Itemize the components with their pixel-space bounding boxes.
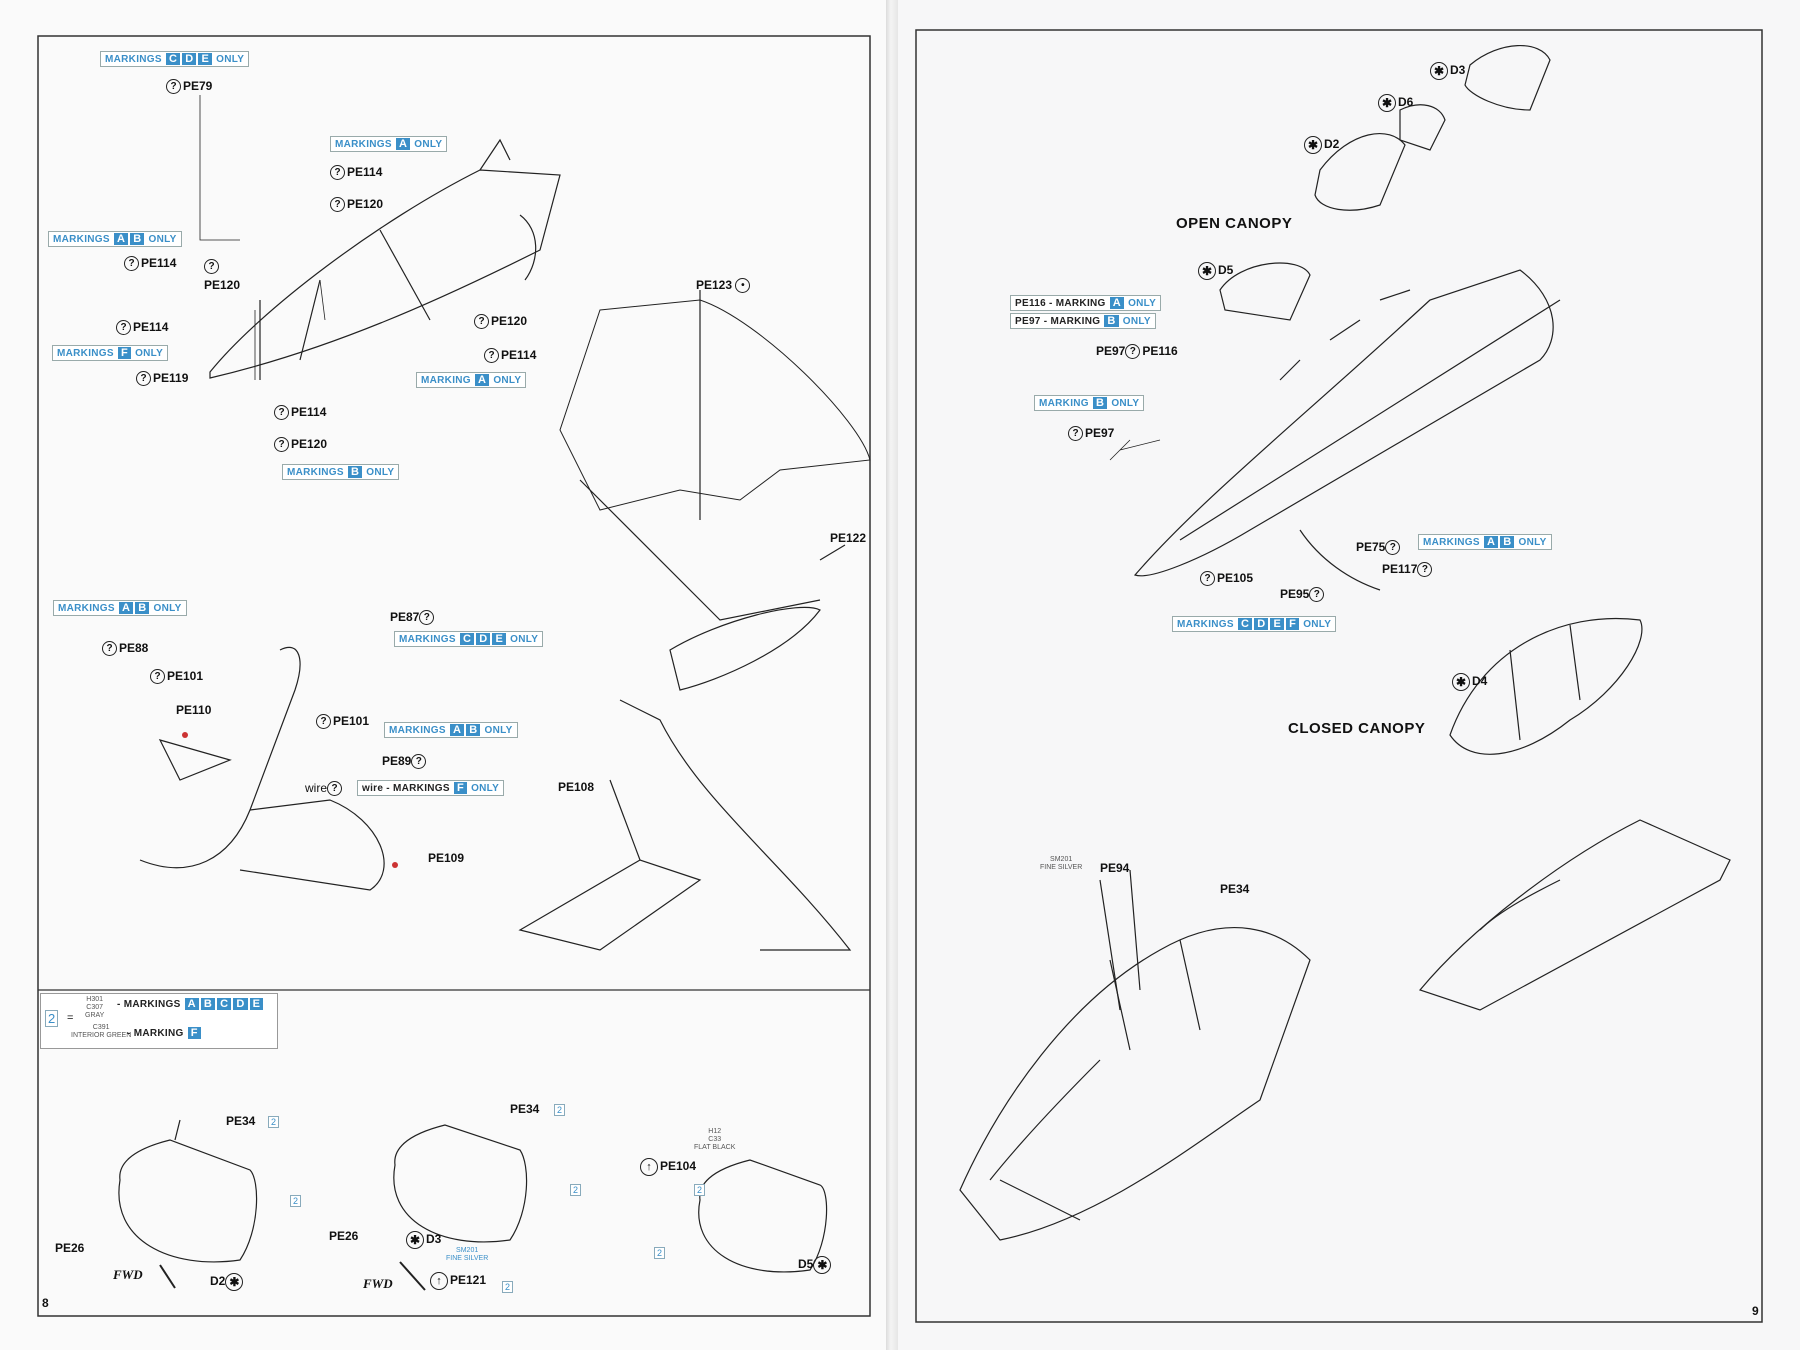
- legend-green-code: C391 INTERIOR GREEN: [71, 1024, 132, 1039]
- closed-canopy-title: CLOSED CANOPY: [1288, 720, 1426, 737]
- right-page: [896, 0, 1800, 1350]
- color-ref-2e: 2: [502, 1281, 514, 1293]
- part-pe117: PE117?: [1382, 562, 1434, 578]
- part-pe89: PE89?: [382, 754, 428, 770]
- part-pe105: ?PE105: [1200, 571, 1253, 587]
- closed-canopy-part-d4: [1449, 617, 1643, 755]
- part-d5: ✱D5: [1198, 262, 1233, 280]
- legend-row-2: - MARKING F: [123, 1026, 206, 1040]
- color-ref-2b: 2: [290, 1195, 302, 1207]
- part-pe75: PE75?: [1356, 540, 1402, 556]
- pe97-marking-b-line: PE97 - MARKING B ONLY: [1010, 313, 1156, 329]
- markings-f-only-box: MARKINGS F ONLY: [52, 345, 169, 361]
- part-pe120-e: ?PE120: [274, 437, 327, 453]
- fine-silver-code-left: SM201 FINE SILVER: [446, 1247, 489, 1262]
- open-canopy-title: OPEN CANOPY: [1176, 215, 1293, 232]
- part-pe34-right: PE34: [1220, 882, 1250, 896]
- color-ref-2f: 2: [694, 1184, 706, 1196]
- part-pe97-pe116: PE97?PE116: [1096, 344, 1178, 360]
- color-ref-2g: 2: [654, 1247, 666, 1259]
- tail-drawing: [139, 646, 301, 869]
- fwd-label-a: FWD: [113, 1267, 143, 1282]
- page-number-left: 8: [42, 1296, 49, 1310]
- page-number-right: 9: [1752, 1304, 1759, 1318]
- part-pe119: ?PE119: [136, 371, 188, 387]
- marking-b-only-box: MARKING B ONLY: [1034, 395, 1145, 411]
- part-d2-right: ✱D2: [1304, 136, 1339, 154]
- part-pe121: ↑PE121: [430, 1272, 486, 1290]
- wing-drawing: [559, 299, 871, 511]
- part-pe114-b: ?PE114: [124, 256, 176, 272]
- part-pe120-b-label: PE120: [204, 278, 241, 292]
- part-pe114-c: ?PE114: [116, 320, 168, 336]
- part-pe110: PE110: [176, 703, 212, 717]
- canopy-part-d3: [1464, 44, 1551, 111]
- part-pe79: ?PE79: [166, 79, 212, 95]
- canopy-part-d5: [1219, 262, 1311, 321]
- part-d3-left: ✱D3: [406, 1231, 441, 1249]
- nose-fuselage-drawing: [209, 169, 561, 379]
- part-pe95: PE95?: [1280, 587, 1326, 603]
- fine-silver-code-right: SM201 FINE SILVER: [1040, 856, 1083, 871]
- markings-b-only-box: MARKINGS B ONLY: [282, 464, 400, 480]
- fwd-label-b: FWD: [363, 1276, 393, 1291]
- legend-gray-code: H301 C307 GRAY: [85, 996, 105, 1019]
- part-pe108: PE108: [558, 780, 595, 794]
- flat-black-code: H12 C33 FLAT BLACK: [694, 1128, 736, 1151]
- part-pe34-b: PE34: [510, 1102, 540, 1116]
- part-pe34-a: PE34: [226, 1114, 256, 1128]
- part-d2: D2✱: [210, 1273, 245, 1291]
- part-pe104: ↑PE104: [640, 1158, 696, 1176]
- part-pe87: PE87?: [390, 610, 436, 626]
- part-pe109: PE109: [428, 851, 465, 865]
- pe116-marking-a-line: PE116 - MARKING A ONLY: [1010, 295, 1162, 311]
- wire-markings-f-only-box: wire - MARKINGS F ONLY: [357, 780, 505, 796]
- marking-a-only-box: MARKING A ONLY: [416, 372, 527, 388]
- color-ref-2d: 2: [570, 1184, 582, 1196]
- markings-a-only-box: MARKINGS A ONLY: [330, 136, 448, 152]
- part-pe97: ?PE97: [1068, 426, 1114, 442]
- part-pe26-b: PE26: [329, 1229, 359, 1243]
- color-ref-2a: 2: [268, 1116, 280, 1128]
- canopy-frame-drawing-2: [393, 1124, 528, 1243]
- part-pe114-d: ?PE114: [484, 348, 536, 364]
- legend-number: 2: [45, 1010, 59, 1027]
- part-d6: ✱D6: [1378, 94, 1413, 112]
- book-spine: [886, 0, 898, 1350]
- part-d3: ✱D3: [1430, 62, 1465, 80]
- part-pe114-a: ?PE114: [330, 165, 382, 181]
- part-pe120-b: ?: [204, 259, 221, 275]
- part-pe101-a: ?PE101: [150, 669, 203, 685]
- canopy-part-d2: [1314, 132, 1406, 211]
- color-ref-2c: 2: [554, 1104, 566, 1116]
- canopy-frame-drawing-3: [698, 1159, 828, 1273]
- part-pe94: PE94: [1100, 861, 1130, 875]
- canopy-frame-drawing-1: [118, 1139, 258, 1263]
- closed-canopy-fuselage: [1418, 819, 1731, 1011]
- part-pe120-a: ?PE120: [330, 197, 383, 213]
- large-cockpit-fuselage: [959, 927, 1311, 1241]
- part-pe88: ?PE88: [102, 641, 148, 657]
- canopy-part-d6: [1399, 104, 1446, 151]
- part-pe122: PE122: [830, 531, 867, 545]
- part-pe26-a: PE26: [55, 1241, 85, 1255]
- part-pe114-e: ?PE114: [274, 405, 326, 421]
- part-pe123: PE123 •: [696, 278, 752, 294]
- wire-label: wire?: [305, 781, 344, 797]
- open-canopy-fuselage: [1133, 269, 1554, 577]
- part-pe120-c: ?PE120: [474, 314, 527, 330]
- part-d4: ✱D4: [1452, 673, 1487, 691]
- part-pe101-b: ?PE101: [316, 714, 369, 730]
- part-d5-left: D5✱: [798, 1256, 833, 1274]
